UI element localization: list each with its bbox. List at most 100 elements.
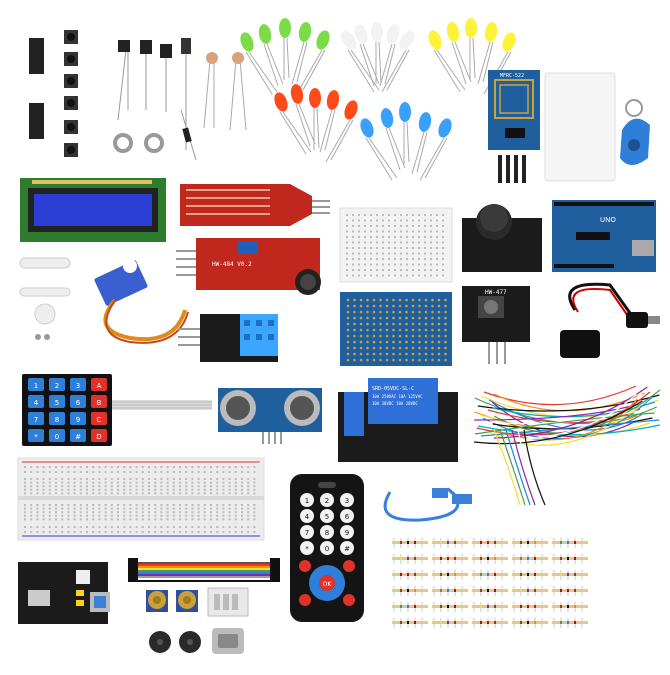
resistor [552,618,588,628]
remote-key: * [300,541,314,555]
resistor [432,586,468,596]
keypad-key: 9 [70,412,86,425]
resistor [512,554,548,564]
resistor [392,570,428,580]
keypad-key: 4 [28,395,44,408]
header-pins-icon [498,155,526,183]
servo-motor [94,259,189,344]
keypad-key: 3 [70,378,86,391]
svg-text:D: D [96,433,101,441]
breadboard-power-module [18,562,110,624]
remote-key: # [340,541,354,555]
resistor [392,618,428,628]
keypad-key: 7 [28,412,44,425]
relay-rating-1: 10A 250VAC 10A 125VAC [372,394,423,399]
resistor [472,586,508,596]
svg-text:C: C [97,416,102,424]
resistor [432,570,468,580]
resistor [512,602,548,612]
svg-text:9: 9 [345,529,349,537]
screw-icon [35,334,50,340]
svg-text:4: 4 [305,513,310,521]
blue-led-group [360,102,452,181]
svg-text:0: 0 [325,545,329,553]
keypad-key: C [91,412,107,425]
jumper-wires-bundle [473,385,661,506]
push-button-icon [64,30,78,157]
prototype-shield [340,292,452,366]
svg-text:A: A [97,382,102,390]
photoresistor-icon [203,52,247,131]
usb-cable-icon [383,487,472,522]
remote-key: 0 [320,541,334,555]
rfid-card [544,72,616,182]
resistor [512,618,548,628]
svg-text:3: 3 [345,497,349,505]
resistor [552,586,588,596]
joystick-module [462,204,542,272]
remote-key: 8 [320,525,334,539]
resistor [432,618,468,628]
svg-text:3: 3 [76,382,80,390]
remote-key: 2 [320,493,334,507]
svg-text:4: 4 [34,399,39,407]
svg-text:7: 7 [305,529,309,537]
keypad-key: 1 [28,378,44,391]
white-led-group [341,22,415,93]
svg-text:0: 0 [55,433,59,441]
resistor [392,538,428,548]
svg-text:5: 5 [55,399,59,407]
resistor [472,618,508,628]
svg-text:B: B [97,399,102,407]
relay-module: SRD-05VDC-SL-C 10A 250VAC 10A 125VAC 10A… [338,378,458,462]
green-led-group [240,18,330,95]
mini-breadboard [339,207,453,283]
svg-text:6: 6 [76,399,81,407]
diode-icon [180,109,197,161]
resistor [512,586,548,596]
svg-text:OK: OK [323,581,333,588]
resistor [432,538,468,548]
svg-text:*: * [34,433,38,441]
transistor-icon [117,38,191,150]
svg-text:#: # [75,433,81,441]
resistor [432,602,468,612]
svg-text:2: 2 [55,382,59,390]
resistor [552,554,588,564]
arduino-logo: UNO [600,216,616,224]
svg-text:*: * [305,545,309,553]
potentiometer-icon [146,590,198,612]
arduino-uno-board: UNO [552,200,656,272]
keypad-key: 6 [70,395,86,408]
resistor [392,554,428,564]
remote-key: 5 [320,509,334,523]
yellow-led-group [428,18,516,95]
keypad-key: * [28,429,44,442]
remote-key: 6 [340,509,354,523]
resistor [552,602,588,612]
svg-text:1: 1 [34,382,38,390]
keypad-key: 0 [49,429,65,442]
ic-chip [29,38,44,139]
remote-key: 7 [300,525,314,539]
keypad-key: D [91,429,107,442]
rfid-label: MFRC-522 [500,73,524,79]
sound-sensor-module: HW-484 V0.2 [176,238,321,295]
relay-rating-2: 10A 30VDC 10A 28VDC [372,401,418,406]
resistor [512,570,548,580]
red-led-group [274,84,358,163]
full-breadboard [17,457,265,541]
keypad-key: A [91,378,107,391]
resistor [472,554,508,564]
svg-text:6: 6 [345,513,350,521]
dht11-sensor-module [178,314,278,362]
rfid-module: MFRC-522 [488,70,540,150]
water-level-sensor [180,184,330,226]
ultrasonic-sensor-module [218,388,322,444]
svg-text:#: # [344,545,350,553]
buzzer-icon [149,631,201,653]
